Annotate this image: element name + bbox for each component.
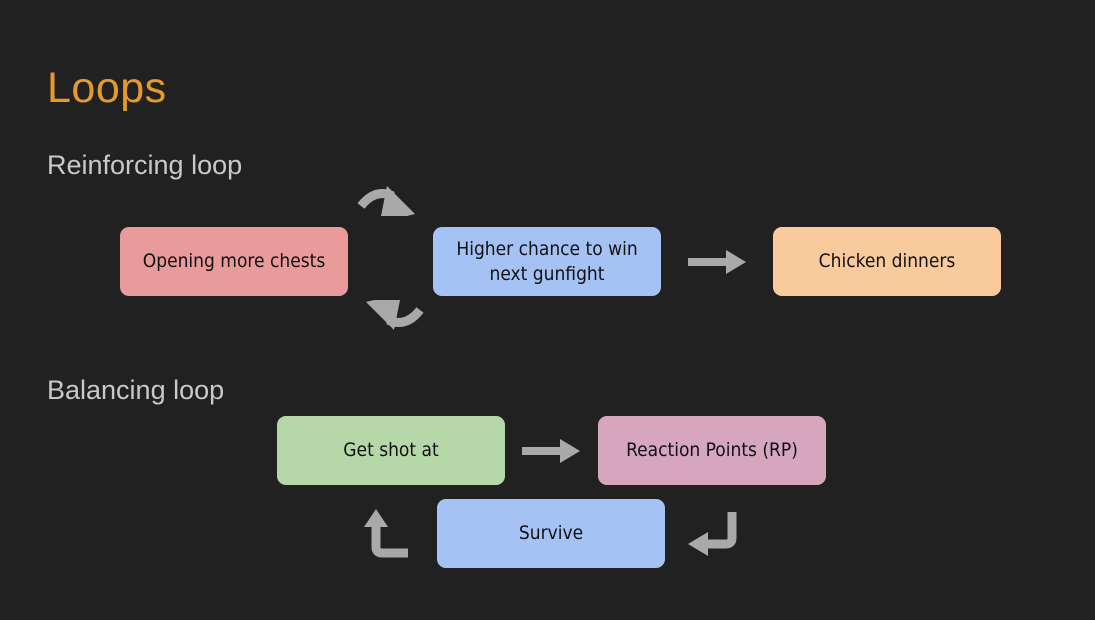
node-chicken-dinners: Chicken dinners [773, 227, 1001, 296]
node-get-shot-at: Get shot at [277, 416, 505, 485]
arrow-right-icon [522, 439, 580, 463]
arrow-right-icon [688, 250, 746, 274]
slide-title: Loops [47, 64, 167, 112]
node-opening-more-chests: Opening more chests [120, 227, 348, 296]
reinforcing-loop-label: Reinforcing loop [47, 150, 243, 180]
node-survive: Survive [437, 499, 665, 568]
curved-arrow-icon [366, 300, 424, 330]
node-higher-chance-to-win: Higher chance to win next gunfight [433, 227, 661, 296]
elbow-arrow-icon [688, 512, 737, 556]
curved-arrow-icon [357, 186, 415, 216]
balancing-loop-label: Balancing loop [47, 375, 225, 405]
node-reaction-points: Reaction Points (RP) [598, 416, 826, 485]
elbow-arrow-icon [364, 509, 408, 558]
